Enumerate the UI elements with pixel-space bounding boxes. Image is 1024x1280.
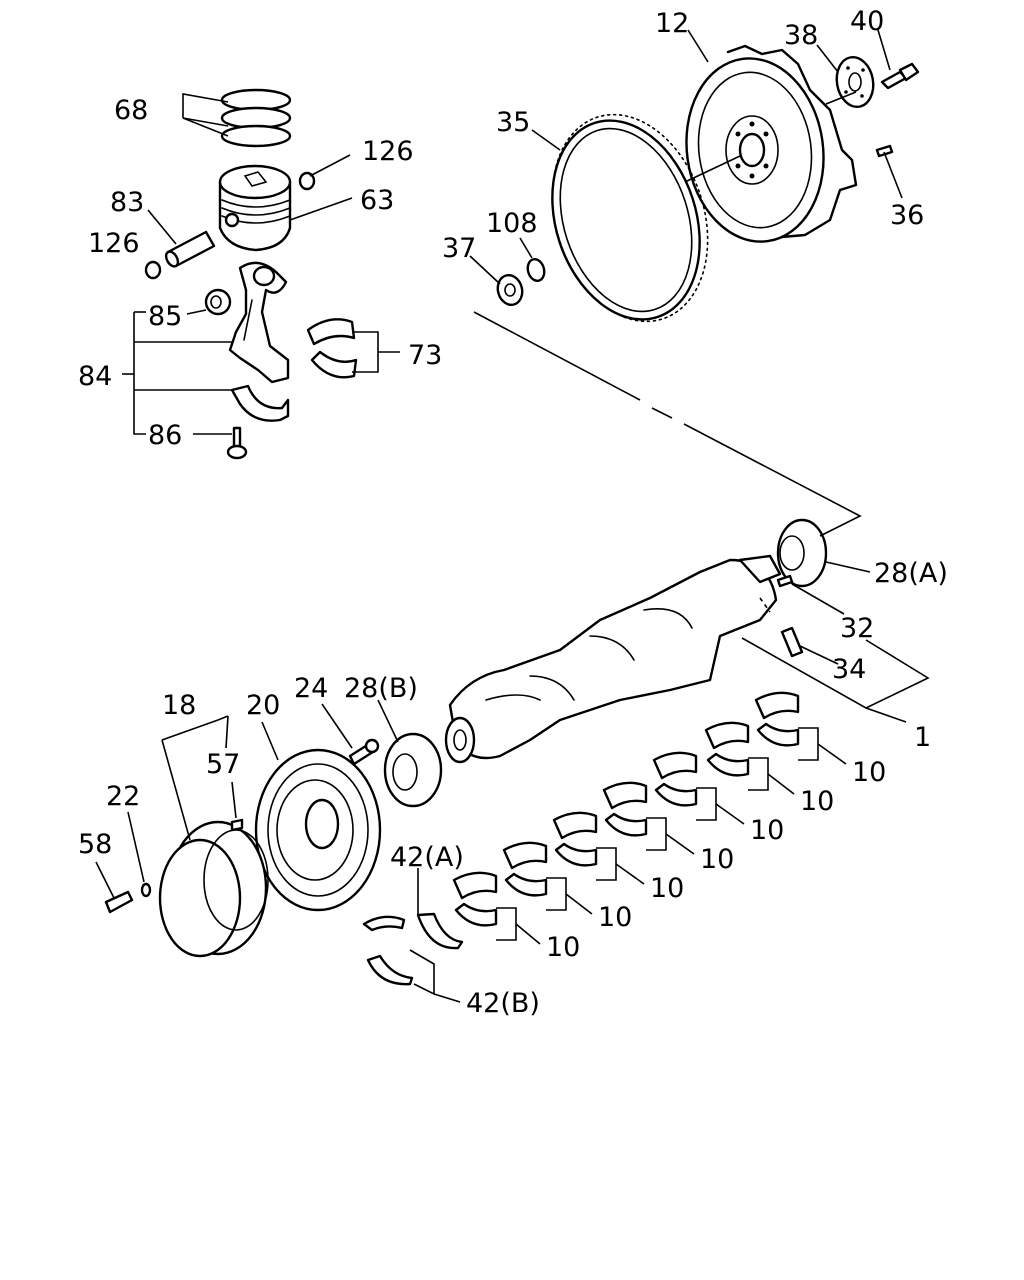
callout-28a: 28(A) [874, 558, 948, 589]
callout-20: 20 [246, 690, 280, 721]
callout-57: 57 [206, 749, 240, 780]
rod-bearings [306, 318, 358, 379]
crank-gear-b [383, 732, 443, 808]
washer-22 [140, 882, 152, 898]
pin-34 [780, 626, 804, 658]
callout-22: 22 [106, 781, 140, 812]
piston [218, 164, 292, 252]
callout-108: 108 [486, 208, 538, 239]
callout-10-7: 10 [852, 757, 886, 788]
snap-ring-lower [144, 260, 162, 280]
callout-38: 38 [784, 20, 818, 51]
rod-cap [230, 384, 290, 422]
callout-85: 85 [148, 301, 182, 332]
seal-108 [526, 257, 546, 283]
main-bearing-1 [452, 871, 498, 927]
pilot-bearing [496, 273, 524, 307]
key-32 [776, 574, 794, 588]
callout-84: 84 [78, 361, 112, 392]
callout-10-6: 10 [800, 786, 834, 817]
callout-40: 40 [850, 6, 884, 37]
crankshaft [444, 554, 782, 764]
callout-36: 36 [890, 200, 924, 231]
callout-10-2: 10 [598, 902, 632, 933]
bolt-24 [348, 738, 380, 766]
callout-10-5: 10 [750, 815, 784, 846]
leader-lines [95, 29, 930, 1003]
pulley [254, 748, 382, 912]
callout-35: 35 [496, 107, 530, 138]
callout-37: 37 [442, 233, 476, 264]
callout-86: 86 [148, 420, 182, 451]
main-bearing-3 [552, 811, 598, 867]
thrust-washer-b [362, 915, 414, 986]
ring-gear [551, 113, 709, 323]
small-end-bushing [204, 288, 232, 316]
crank-gear-a [776, 518, 828, 588]
callout-42a: 42(A) [390, 842, 464, 873]
callout-24: 24 [294, 673, 328, 704]
main-bearing-4 [602, 781, 648, 837]
connecting-rod [228, 261, 290, 384]
callout-42b: 42(B) [466, 988, 540, 1019]
pin-36 [875, 144, 894, 158]
callout-126-lower: 126 [88, 228, 140, 259]
main-bearing-5 [652, 751, 698, 807]
callout-18: 18 [162, 690, 196, 721]
callout-labels: 12 38 40 35 36 108 37 68 126 83 63 126 8… [78, 6, 948, 1019]
thrust-washer-a [416, 912, 464, 950]
main-bearing-6 [704, 721, 750, 777]
callout-83: 83 [110, 187, 144, 218]
callout-10-1: 10 [546, 932, 580, 963]
damper-pulley [158, 820, 269, 958]
piston-rings [220, 88, 292, 148]
main-bearing-7 [754, 691, 800, 747]
plate [835, 55, 875, 109]
callout-10-3: 10 [650, 873, 684, 904]
snap-ring-upper [298, 171, 316, 191]
callout-63: 63 [360, 185, 394, 216]
flywheel [685, 44, 858, 243]
callout-32: 32 [840, 613, 874, 644]
callout-68: 68 [114, 95, 148, 126]
callout-12: 12 [655, 8, 689, 39]
callout-28b: 28(B) [344, 673, 418, 704]
bolt-40 [880, 62, 920, 90]
piston-pin [164, 230, 216, 268]
main-bearing-2 [502, 841, 548, 897]
callout-126-upper: 126 [362, 136, 414, 167]
callout-34: 34 [832, 654, 866, 685]
bolt-58 [104, 890, 134, 914]
callout-73: 73 [408, 340, 442, 371]
callout-10-4: 10 [700, 844, 734, 875]
rod-bolt [226, 426, 248, 460]
pin-57 [230, 818, 244, 832]
callout-58: 58 [78, 829, 112, 860]
callout-1: 1 [914, 722, 931, 753]
